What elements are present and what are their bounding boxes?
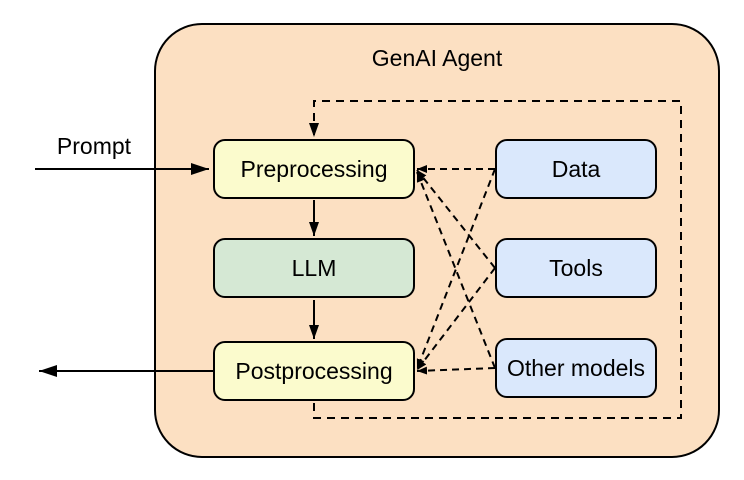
node-postprocessing-label: Postprocessing <box>235 357 393 384</box>
node-preprocessing: Preprocessing <box>213 139 415 199</box>
dashed-link-tools-to-preprocessing <box>416 169 496 269</box>
node-postprocessing: Postprocessing <box>213 341 415 401</box>
node-data-label: Data <box>551 155 601 182</box>
dashed-link-other-models-to-postprocessing <box>416 366 496 375</box>
node-llm-label: LLM <box>291 254 337 281</box>
container-title: GenAI Agent <box>371 45 503 71</box>
node-llm: LLM <box>213 238 415 298</box>
node-preprocessing-label: Preprocessing <box>240 155 388 182</box>
dashed-link-tools-to-postprocessing <box>416 267 496 371</box>
node-tools: Tools <box>495 238 657 298</box>
node-other-models: Other models <box>495 338 657 398</box>
node-data: Data <box>495 139 657 199</box>
dashed-feedback-loop <box>309 100 682 419</box>
node-other-models-label: Other models <box>506 354 646 381</box>
prompt-label: Prompt <box>56 133 132 159</box>
node-tools-label: Tools <box>549 254 603 281</box>
